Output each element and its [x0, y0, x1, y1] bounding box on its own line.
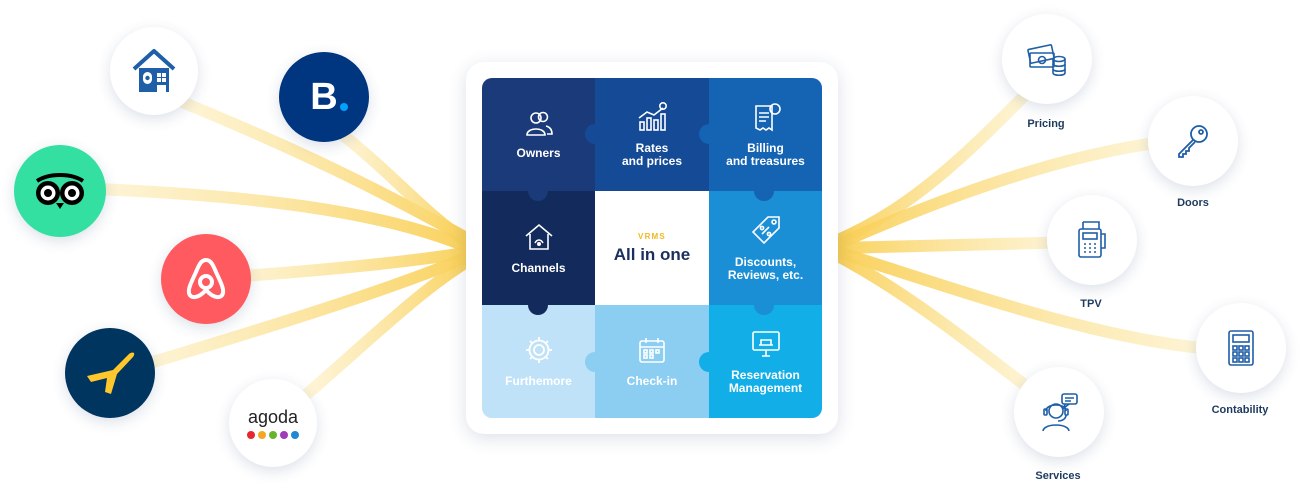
calendar-icon — [639, 338, 665, 363]
center-tile: VRMS All in one — [595, 191, 709, 305]
service-label-contability: Contability — [1211, 404, 1269, 416]
expedia-plane-icon — [87, 352, 135, 394]
module-label: Rates and prices — [621, 140, 683, 168]
service-label-doors: Doors — [1177, 197, 1209, 209]
service-services — [1014, 367, 1104, 457]
owners-icon — [525, 111, 553, 136]
module-owners: Owners — [482, 78, 595, 191]
discount-tag-icon — [751, 216, 780, 245]
ray-agoda — [294, 254, 476, 406]
ray-services — [832, 250, 1051, 406]
module-checkin: Check-in — [595, 305, 709, 418]
module-reservation: Reservation Management — [709, 305, 822, 418]
key-icon — [1178, 125, 1208, 158]
channel-expedia — [65, 328, 155, 418]
channel-booking: B — [279, 52, 369, 142]
ray-booking — [324, 119, 476, 250]
ray-contability — [832, 246, 1236, 356]
channel-homeaway — [110, 27, 198, 115]
center-kicker: VRMS — [638, 231, 666, 241]
channel-airbnb — [161, 234, 251, 324]
module-discounts: Discounts, Reviews, etc. — [709, 191, 822, 305]
ray-airbnb — [209, 246, 476, 284]
ray-pricing — [832, 74, 1046, 246]
module-billing: Billing and treasures — [709, 78, 822, 191]
tripadvisor-owl-icon — [35, 173, 85, 209]
puzzle-knob — [754, 295, 774, 315]
puzzle-knob — [699, 352, 719, 372]
module-label: Channels — [511, 260, 566, 275]
channel-agoda: agoda — [229, 379, 317, 467]
puzzle-knob — [699, 124, 719, 144]
rates-chart-icon — [638, 101, 667, 131]
gear-icon — [525, 337, 552, 363]
puzzle-knob — [528, 295, 548, 315]
puzzle-knob — [585, 124, 605, 144]
money-coins-icon — [1027, 44, 1066, 77]
pos-terminal-icon — [1078, 221, 1106, 258]
service-tpv — [1047, 195, 1137, 285]
service-label-services: Services — [1035, 470, 1081, 482]
service-label-tpv: TPV — [1080, 298, 1102, 310]
module-label: Furthemore — [505, 374, 572, 388]
homeaway-house-icon — [132, 49, 176, 92]
vrms-board: Owners Rates and prices Billing and trea… — [466, 62, 838, 434]
billing-receipt-icon — [754, 102, 781, 131]
calculator-icon — [1228, 330, 1254, 366]
ray-expedia — [114, 250, 476, 378]
module-label: Check-in — [626, 374, 678, 388]
service-doors — [1148, 96, 1238, 186]
channels-house-icon — [524, 223, 553, 250]
channel-tripadvisor — [14, 145, 106, 237]
support-agent-icon — [1042, 393, 1078, 432]
service-label-pricing: Pricing — [1027, 118, 1065, 130]
service-contability — [1196, 303, 1286, 393]
agoda-logo-icon: agoda — [247, 407, 299, 439]
center-title: All in one — [613, 244, 691, 264]
ray-tpv — [832, 236, 1086, 254]
ray-tripadvisor — [69, 182, 476, 254]
airbnb-logo-icon — [186, 258, 226, 300]
module-label: Owners — [516, 146, 561, 160]
module-label: Reservation Management — [728, 367, 803, 395]
puzzle-knob — [528, 181, 548, 201]
puzzle-knob — [585, 352, 605, 372]
module-channels: Channels — [482, 191, 595, 305]
ray-doors — [832, 134, 1186, 250]
monitor-icon — [751, 330, 780, 357]
puzzle-knob — [754, 181, 774, 201]
module-grid: Owners Rates and prices Billing and trea… — [482, 78, 822, 418]
module-label: Discounts, Reviews, etc. — [727, 255, 804, 282]
service-pricing — [1002, 14, 1092, 104]
module-label: Billing and treasures — [726, 140, 805, 168]
module-furthemore: Furthemore — [482, 305, 595, 418]
booking-logo-icon: B — [310, 76, 348, 119]
module-rates: Rates and prices — [595, 78, 709, 191]
